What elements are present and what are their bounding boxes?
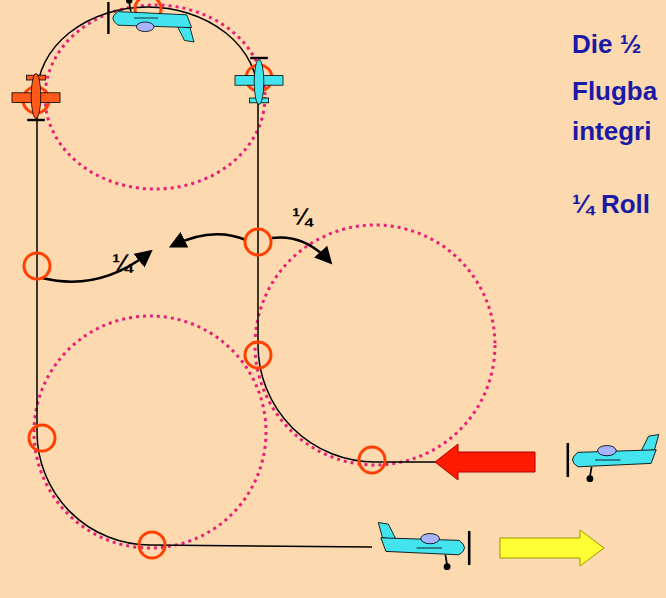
note-text: ¼ Roll [572,190,650,219]
marker-circle [24,253,50,279]
heading-text: Flugba [572,77,657,106]
climbing-plane [235,58,283,104]
right-loop-circle [255,225,495,465]
heading-text: integri [572,117,651,146]
loop-guides [34,5,495,548]
roll-arrow [172,234,246,246]
marker-circle [245,229,271,255]
flight-path [37,7,435,547]
fraction-label: ¼ [112,250,132,276]
inverted-plane [108,0,194,42]
bottom-loop-circle [34,316,266,548]
roll-arrow [42,252,150,282]
entry-plane [568,435,659,483]
marker-circle [29,425,55,451]
diving-plane [12,74,60,120]
marker-circle [359,447,385,473]
marker-circle [139,532,165,558]
marker-circle [245,342,271,368]
roll-arrow [272,238,330,263]
roll-arrows [42,234,330,281]
figure-markers [23,0,385,558]
fraction-label: ¼ [292,204,312,230]
top-loop-circle [45,5,265,189]
exit-arrow [500,530,604,566]
heading-text: Die ½ [572,30,641,59]
entry-arrow [435,444,535,480]
exit-plane [378,523,469,571]
